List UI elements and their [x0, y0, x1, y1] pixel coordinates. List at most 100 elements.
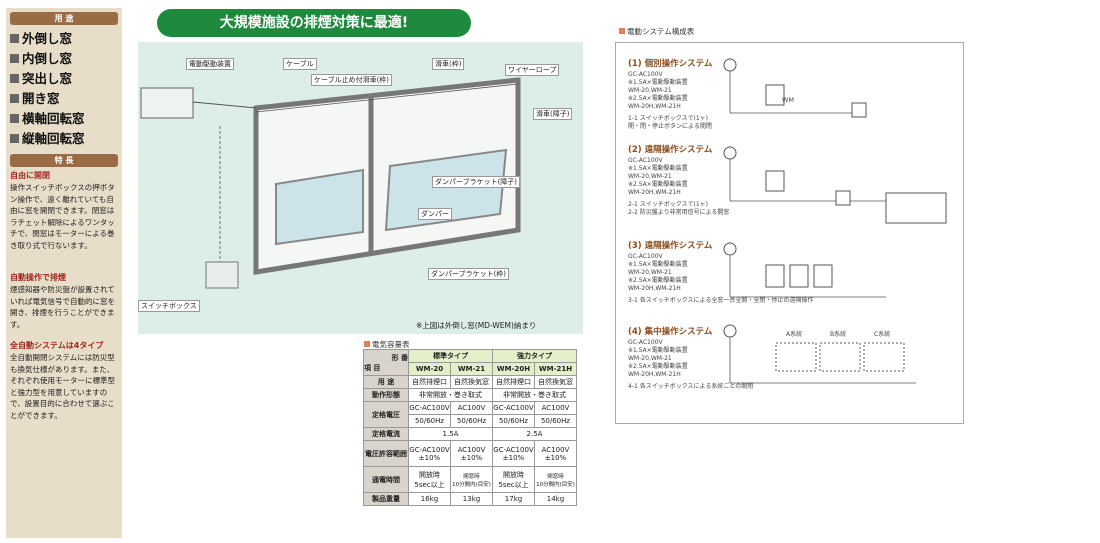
sidebar: 用 途 外倒し窓 内倒し窓 突出し窓 開き窓 横軸回転窓 縦軸回転窓 特 長 自…: [6, 8, 122, 538]
switch-box-icon: [851, 102, 867, 118]
square-bullet-icon: [364, 341, 370, 347]
feature-text: 操作スイッチボックスの押ボタン操作で、遠く離れていても自由に窓を開閉できます。閉…: [10, 183, 115, 250]
feature-text: 煙感知器や防災盤が設置されていれば電気信号で自動的に窓を開き、排煙を行うことがで…: [10, 285, 115, 329]
group-box: [775, 342, 817, 372]
std-type-header: 標準タイプ: [408, 349, 493, 363]
label-damper: ダンパー: [418, 208, 452, 220]
model-header: WM-21H: [534, 362, 577, 376]
row-label: 定格電流: [363, 427, 409, 441]
system-title: 電動システム構成表: [619, 26, 694, 37]
label-cable: ケーブル: [283, 58, 317, 70]
table-cell: AC100V: [534, 401, 577, 415]
system-line: 4-1 各スイッチボックスによる系統ごとの開閉: [628, 383, 754, 390]
table-cell: 1.5A: [408, 427, 493, 441]
table-row: 電圧許容範囲 GC-AC100V ±10% AC100V ±10% GC-AC1…: [363, 440, 577, 467]
table-cell: 自然換気窓: [534, 375, 577, 389]
system-wiring-diagram: [723, 58, 947, 384]
table-row: 通電時間 開放時 5sec以上 閉窓時 10分間内(目安) 開放時 5sec以上…: [363, 466, 577, 493]
system-diagram-box: (1) 個別操作システム GC-AC100V ※1.5A×電動駆動装置 WM-2…: [615, 42, 964, 424]
system-line: ※2.5A×電動駆動装置: [628, 277, 688, 284]
row-label: 定格電圧: [363, 401, 409, 428]
system-line: ※2.5A×電動駆動装置: [628, 181, 688, 188]
table-cell: 2.5A: [492, 427, 577, 441]
system-line: ※1.5A×電動駆動装置: [628, 347, 688, 354]
cable-line: [192, 101, 257, 109]
table-cell: AC100V ±10%: [450, 440, 493, 467]
table-cell: 開放時 5sec以上: [492, 466, 535, 493]
feature-title: 全自動システムは4タイプ: [10, 341, 104, 350]
row-label: 通電時間: [363, 466, 409, 493]
use-item: 開き窓: [10, 88, 60, 107]
square-bullet-icon: [619, 28, 625, 34]
group-box: [819, 342, 861, 372]
system-line: WM-20,WM-21: [628, 173, 672, 180]
label-damper-bracket-sash: ダンパーブラケット(障子): [432, 176, 521, 188]
label-switch-box: スイッチボックス: [138, 300, 200, 312]
row-label: 製品重量: [363, 492, 409, 506]
system-section-heading: (4) 集中操作システム: [628, 327, 713, 337]
system-line: WM-20H,WM-21H: [628, 103, 681, 110]
table-cell: 13kg: [450, 492, 493, 506]
group-label: B系統: [830, 331, 847, 338]
use-item: 内倒し窓: [10, 48, 72, 67]
table-row: 定格電圧 GC-AC100V AC100V GC-AC100V AC100V: [363, 401, 577, 428]
group-label: A系統: [786, 331, 803, 338]
table-cell: AC100V: [450, 401, 493, 415]
table-cell: GC-AC100V ±10%: [408, 440, 451, 467]
headline-banner: 大規模施設の排煙対策に最適!: [157, 9, 471, 37]
system-section-heading: (2) 遠隔操作システム: [628, 145, 713, 155]
use-item: 外倒し窓: [10, 28, 72, 47]
table-cell: 50/60Hz: [492, 414, 535, 428]
switch-box-unit: [205, 261, 239, 289]
table-cell: 16kg: [408, 492, 451, 506]
group-box: [863, 342, 905, 372]
feature-title: 自動操作で排煙: [10, 273, 66, 282]
system-line: GC-AC100V: [628, 339, 663, 346]
feature-text: 全自動開閉システムには防災型も換気仕様があります。また、それぞれ使用モーターに標…: [10, 353, 115, 420]
group-label: C系統: [874, 331, 891, 338]
table-cell: GC-AC100V: [408, 401, 451, 415]
system-section-heading: (3) 遠隔操作システム: [628, 241, 713, 251]
label-cable-clip: ケーブル止め付滑車(枠): [311, 74, 393, 86]
table-cell: AC100V ±10%: [534, 440, 577, 467]
table-cell: GC-AC100V ±10%: [492, 440, 535, 467]
system-line: 3-1 各スイッチボックスによる全窓一斉全開・全閉・停止の遠隔操作: [628, 297, 814, 304]
table-corner-header: 形 番項 目: [363, 349, 409, 376]
model-header: WM-20: [408, 362, 451, 376]
window-illustration: [140, 77, 521, 289]
table-cell: 非常開放・巻き取式: [408, 388, 493, 402]
switch-box-icon: [835, 190, 851, 206]
diagram-note: ※上図は外倒し窓(MD-WEM)納まり: [416, 321, 537, 330]
table-cell: 17kg: [492, 492, 535, 506]
row-label: 用 途: [363, 375, 409, 389]
capacity-table: 形 番項 目 標準タイプ 強力タイプ WM-20 WM-21 WM-20H WM…: [363, 349, 577, 506]
power-source-icon: [723, 242, 737, 256]
uses-heading: 用 途: [10, 12, 118, 25]
label-pulley-frame: 滑車(枠): [432, 58, 465, 70]
motor-unit: [140, 87, 194, 119]
table-cell: 自然排煙口: [408, 375, 451, 389]
square-bullet-icon: [10, 114, 19, 123]
control-panel-icon: [885, 192, 947, 224]
system-line: GC-AC100V: [628, 71, 663, 78]
system-line: WM-20,WM-21: [628, 355, 672, 362]
power-source-icon: [723, 146, 737, 160]
power-source-icon: [723, 58, 737, 72]
label-damper-bracket-frame: ダンパーブラケット(枠): [428, 268, 510, 280]
system-line: WM-20,WM-21: [628, 87, 672, 94]
right-sash: [384, 148, 508, 232]
system-line: ※2.5A×電動駆動装置: [628, 95, 688, 102]
square-bullet-icon: [10, 74, 19, 83]
feature-title: 自由に開閉: [10, 171, 50, 180]
table-cell: 閉窓時 10分間内(目安): [534, 466, 577, 493]
label-wire-rope: ワイヤーロープ: [505, 64, 560, 76]
label-motor: 電動駆動装置: [186, 58, 234, 70]
system-line: GC-AC100V: [628, 157, 663, 164]
system-line: GC-AC100V: [628, 253, 663, 260]
system-line: 2-2 防災盤より非常用信号による開窓: [628, 209, 730, 216]
wm-unit-icon: [765, 264, 785, 288]
system-line: 開・閉・停止ボタンによる開閉: [628, 123, 712, 130]
system-line: WM-20H,WM-21H: [628, 371, 681, 378]
table-cell: 14kg: [534, 492, 577, 506]
row-label: 電圧許容範囲: [363, 440, 409, 467]
